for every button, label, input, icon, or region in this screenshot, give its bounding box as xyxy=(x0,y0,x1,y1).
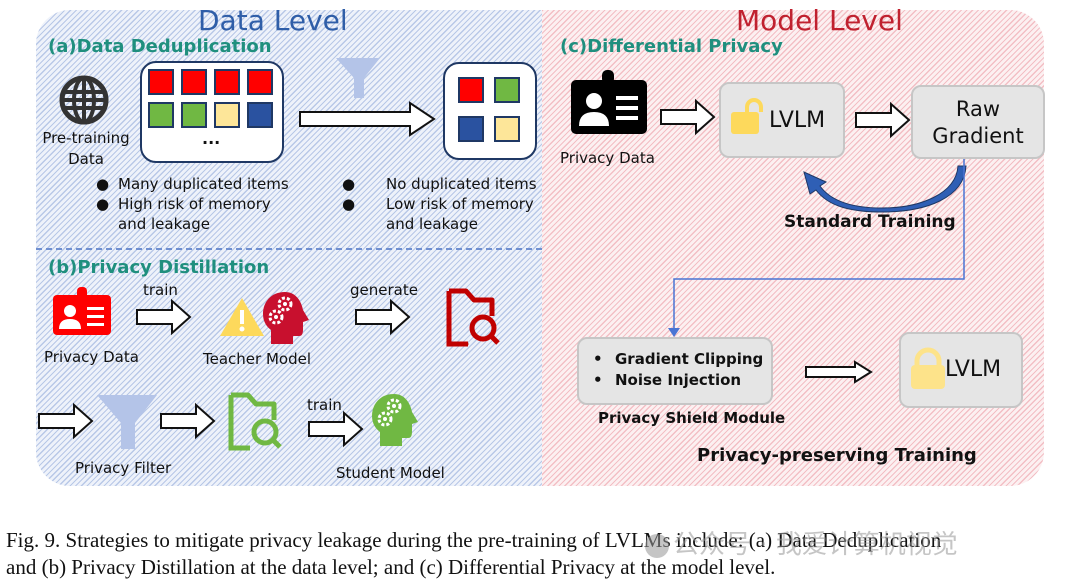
lvlm-unlocked-box: LVLM xyxy=(719,82,845,158)
data-item-blue xyxy=(247,102,273,128)
unique-item-blue xyxy=(458,116,484,142)
dp-section-title: (c)Differential Privacy xyxy=(560,36,783,57)
generated-data-folder-icon-red xyxy=(446,288,502,354)
pretraining-data-label-line2: Data xyxy=(68,150,104,168)
pretraining-data-label: Pre-training Data xyxy=(40,128,132,170)
train-arrow-2 xyxy=(308,410,364,450)
data-item-green xyxy=(181,102,207,128)
raw-gradient-line1: Raw xyxy=(955,97,1001,121)
privacy-id-card-icon-black xyxy=(570,70,650,140)
data-item-red xyxy=(181,69,207,95)
after-bullet-2: Low risk of memory xyxy=(386,195,534,213)
data-to-lvlm-arrow xyxy=(660,98,716,138)
train-label-1: train xyxy=(143,281,178,299)
duplicated-data-box: ... xyxy=(140,61,284,163)
watermark-text: 公众号 · 我爱计算机视觉 xyxy=(673,530,958,560)
dedup-section-title: (a)Data Deduplication xyxy=(48,36,272,57)
filtered-data-folder-icon-green xyxy=(228,392,284,458)
unique-item-yellow xyxy=(494,116,520,142)
figure-caption-line1: Fig. 9. Strategies to mitigate privacy l… xyxy=(6,528,942,552)
shield-item-2: Noise Injection xyxy=(615,371,742,389)
privacy-filter-label: Privacy Filter xyxy=(75,459,172,477)
distill-privacy-data-label: Privacy Data xyxy=(44,348,139,366)
lvlm-locked-box: LVLM xyxy=(899,332,1023,408)
before-bullet-1: Many duplicated items xyxy=(118,175,289,193)
standard-training-label: Standard Training xyxy=(784,212,956,232)
data-item-yellow xyxy=(214,102,240,128)
data-item-green xyxy=(148,102,174,128)
privacy-shield-label: Privacy Shield Module xyxy=(598,409,786,427)
lvlm-unlocked-label: LVLM xyxy=(769,108,826,133)
figure-caption-line2: and (b) Privacy Distillation at the data… xyxy=(6,555,776,579)
distill-section-title: (b)Privacy Distillation xyxy=(48,257,270,278)
data-item-red xyxy=(214,69,240,95)
model-level-title: Model Level xyxy=(736,4,903,37)
raw-gradient-line2: Gradient xyxy=(932,124,1024,148)
before-bullet-2: High risk of memory xyxy=(118,195,271,213)
watermark: 公众号 · 我爱计算机视觉 xyxy=(645,524,958,561)
before-bullet-3: and leakage xyxy=(118,215,210,233)
filter-funnel-icon xyxy=(334,56,382,104)
dp-privacy-data-label: Privacy Data xyxy=(560,149,655,167)
data-item-red xyxy=(148,69,174,95)
before-bullets: ●Many duplicated items ●High risk of mem… xyxy=(96,175,289,233)
student-model-label: Student Model xyxy=(336,464,445,482)
shield-item-1: Gradient Clipping xyxy=(615,350,764,368)
raw-gradient-box: Raw Gradient xyxy=(911,85,1045,159)
lvlm-locked-label: LVLM xyxy=(945,357,1002,382)
ellipsis: ... xyxy=(202,129,221,148)
shield-to-lvlm-arrow xyxy=(805,360,875,387)
warning-icon xyxy=(218,296,266,342)
privacy-shield-box: •Gradient Clipping •Noise Injection xyxy=(577,337,773,405)
privacy-id-card-icon-red xyxy=(52,287,114,341)
data-level-title: Data Level xyxy=(198,4,348,37)
unique-item-green xyxy=(494,77,520,103)
student-model-head-icon xyxy=(370,392,422,452)
pretraining-data-label-line1: Pre-training xyxy=(42,129,130,147)
section-divider xyxy=(36,248,542,250)
after-bullet-3: and leakage xyxy=(386,215,478,233)
filter-in-arrow xyxy=(38,402,94,442)
unique-item-red xyxy=(458,77,484,103)
data-item-red xyxy=(247,69,273,95)
teacher-model-label: Teacher Model xyxy=(203,350,311,368)
after-bullets: ●No duplicated items ●Low risk of memory… xyxy=(342,175,537,233)
unlocked-padlock-icon xyxy=(731,98,763,138)
train-label-2: train xyxy=(307,396,342,414)
privacy-filter-funnel-icon xyxy=(95,393,159,455)
dedup-arrow xyxy=(298,101,438,141)
deduplicated-data-box xyxy=(443,62,537,160)
privacy-preserving-training-label: Privacy-preserving Training xyxy=(697,445,977,466)
generate-label: generate xyxy=(350,281,418,299)
standard-training-loop-arrow xyxy=(790,164,970,218)
train-arrow-1 xyxy=(136,298,192,338)
teacher-model-head-icon xyxy=(261,290,313,350)
generate-arrow xyxy=(355,298,411,338)
globe-icon xyxy=(58,74,110,130)
filter-out-arrow xyxy=(160,402,216,442)
locked-padlock-icon xyxy=(911,347,945,394)
lvlm-to-gradient-arrow xyxy=(855,101,911,141)
wechat-icon xyxy=(645,533,669,558)
after-bullet-1: No duplicated items xyxy=(386,175,537,193)
